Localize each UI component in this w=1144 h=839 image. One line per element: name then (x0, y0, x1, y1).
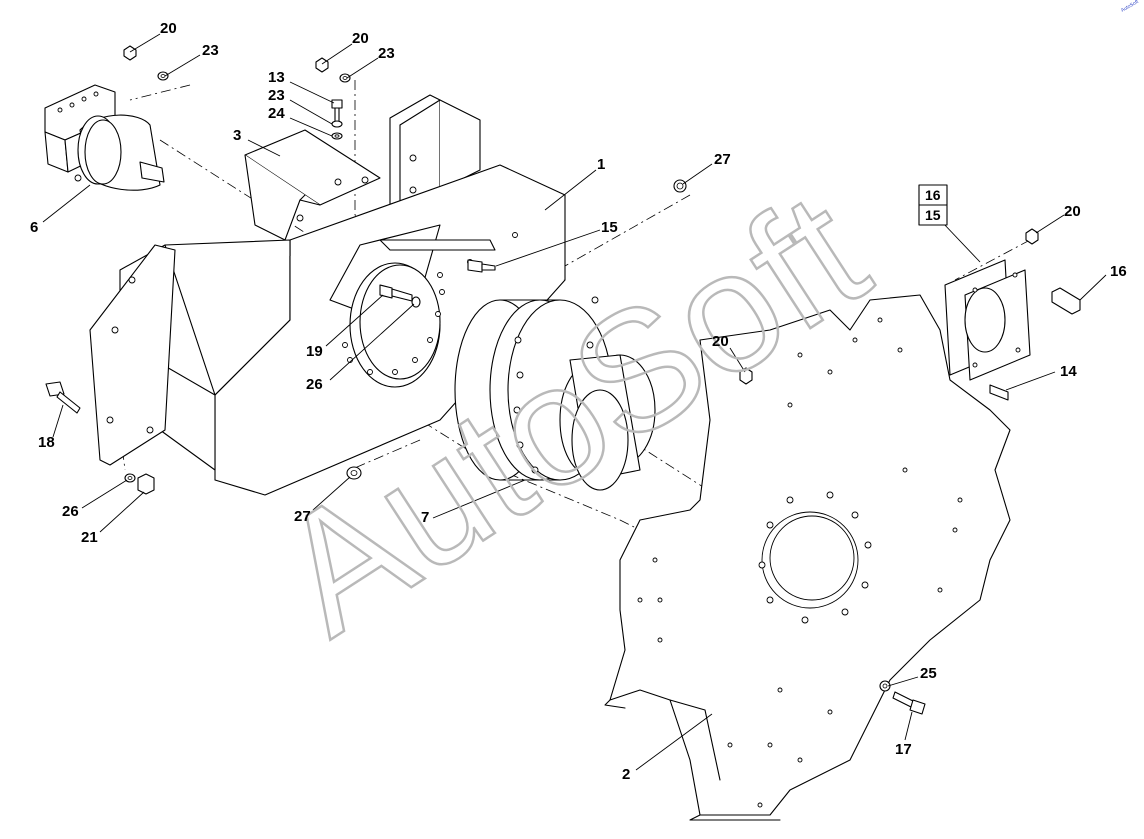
callout-20-top-left: 20 (160, 20, 177, 37)
kit-box-label-16: 16 (925, 187, 941, 203)
corner-mark: AutoSoft (1120, 0, 1140, 14)
callout-labels: 20 23 20 23 13 23 24 3 1 27 6 15 19 26 1… (30, 20, 1127, 783)
bolt-17 (892, 691, 926, 715)
callout-3: 3 (233, 127, 241, 144)
washer-27-right (673, 179, 687, 193)
callout-16: 16 (1110, 263, 1127, 280)
bolt-18 (45, 381, 81, 414)
callout-15: 15 (601, 219, 618, 236)
bolt-14 (989, 384, 1009, 401)
kit-box: 16 15 (918, 184, 948, 226)
main-housing (89, 94, 566, 496)
callout-26-mid: 26 (306, 376, 323, 393)
callout-20-right: 20 (1064, 203, 1081, 220)
callout-18: 18 (38, 434, 55, 451)
bolt-13 (331, 99, 343, 123)
kit-box-bottom (918, 204, 948, 226)
callout-6: 6 (30, 219, 38, 236)
callout-24: 24 (268, 105, 285, 122)
nut-20-center (739, 367, 753, 385)
callout-27-right: 27 (714, 151, 731, 168)
callout-7: 7 (421, 509, 429, 526)
bolt-16 (1051, 287, 1081, 315)
callout-21: 21 (81, 529, 98, 546)
washer-27-bottom (346, 466, 362, 480)
callout-23-top-left: 23 (202, 42, 219, 59)
nut-20-right (1025, 228, 1039, 245)
nut-20-top-left (123, 45, 137, 61)
leader-lines (42, 33, 1107, 771)
callout-14: 14 (1060, 363, 1077, 380)
washer-26-mid (411, 296, 421, 308)
callout-19: 19 (306, 343, 323, 360)
callout-2: 2 (622, 766, 630, 783)
bolt-15 (467, 259, 496, 273)
seal-flange (944, 259, 1031, 381)
washer-23-top-mid (339, 73, 351, 83)
callout-23-top-mid: 23 (378, 45, 395, 62)
callout-20-top-mid: 20 (352, 30, 369, 47)
drive-hub (454, 296, 656, 491)
nut-20-top-mid (315, 57, 329, 73)
mounting-plate (604, 294, 1011, 821)
callout-1: 1 (597, 156, 605, 173)
callout-25: 25 (920, 665, 937, 682)
nut-21 (137, 473, 155, 495)
callout-13: 13 (268, 69, 285, 86)
callout-26-left: 26 (62, 503, 79, 520)
bolt-19 (379, 284, 413, 302)
washer-25 (879, 680, 891, 692)
fasteners (45, 45, 1081, 715)
washer-23-top-left (157, 71, 169, 81)
callout-23-mid: 23 (268, 87, 285, 104)
washer-24 (331, 132, 343, 140)
washer-26-left (124, 473, 136, 483)
hydraulic-motor (44, 84, 165, 191)
callout-20-center: 20 (712, 333, 729, 350)
callout-27-bottom: 27 (294, 508, 311, 525)
kit-box-label-15: 15 (925, 207, 941, 223)
washer-23-mid (331, 120, 343, 128)
callout-17: 17 (895, 741, 912, 758)
